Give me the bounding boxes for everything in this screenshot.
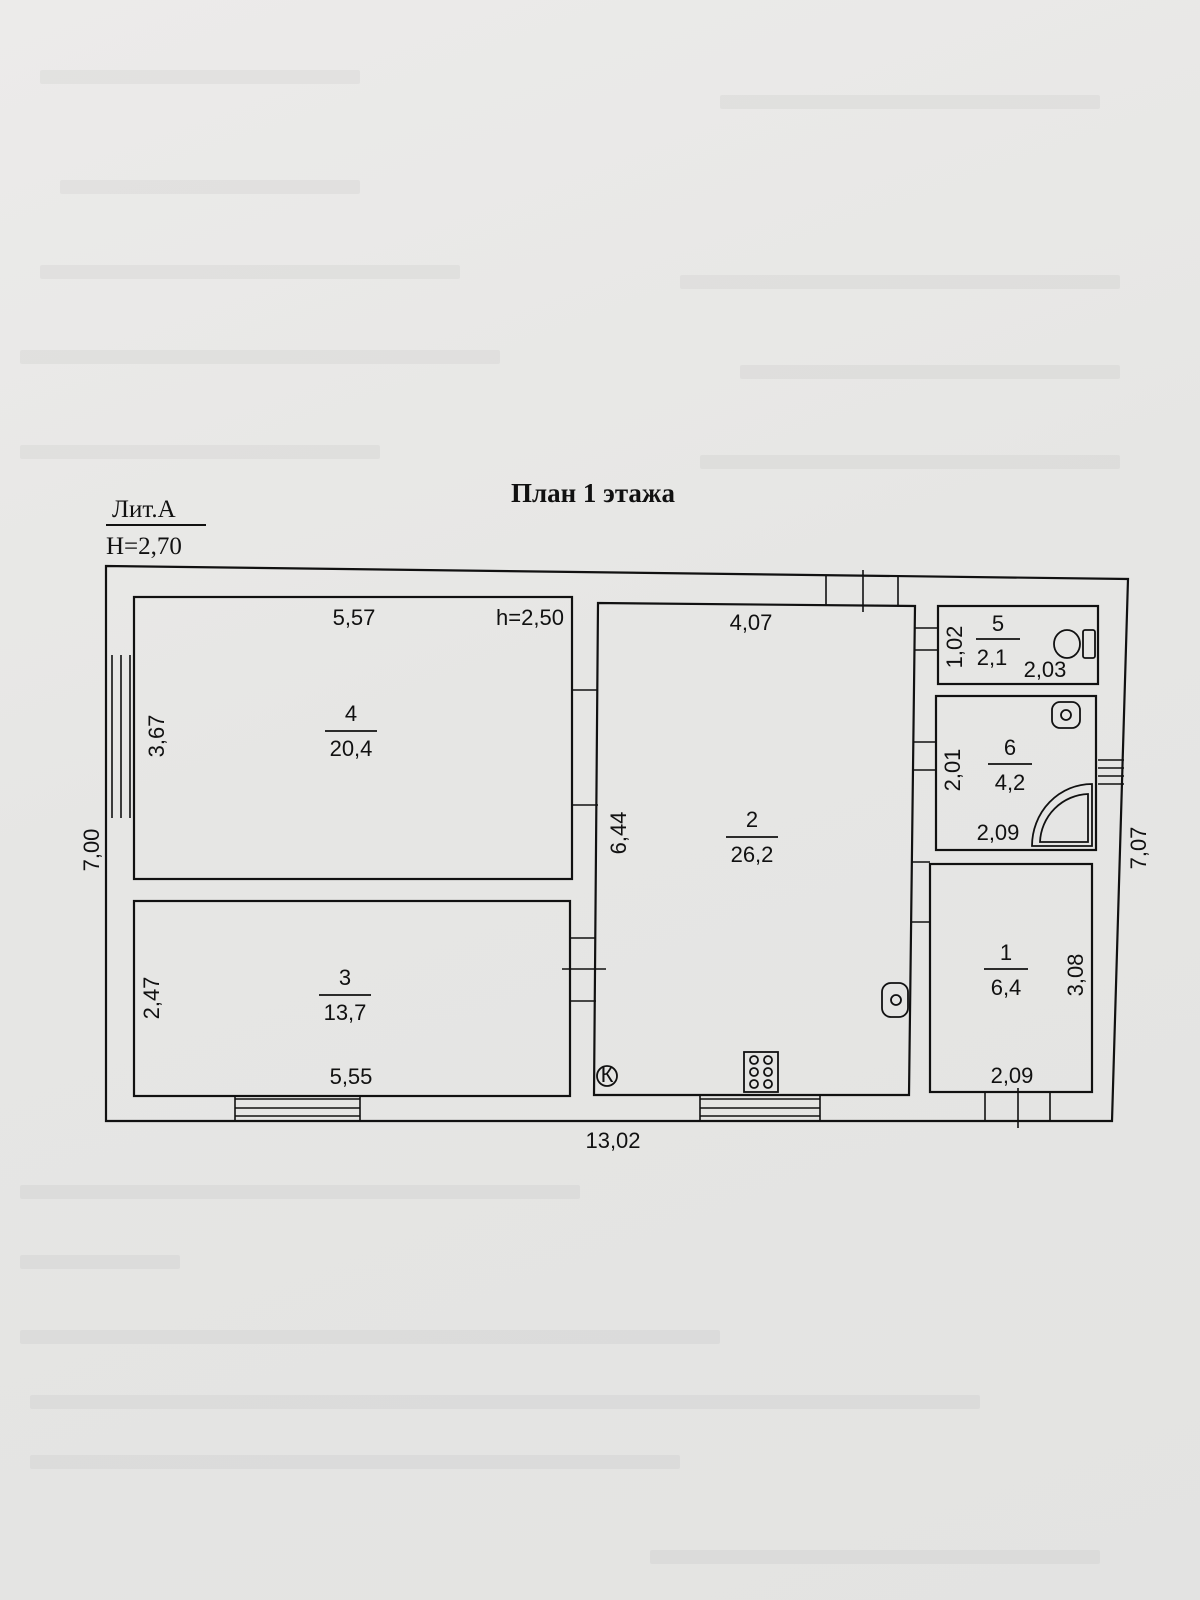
room-4-dim-width: 3,67	[144, 715, 169, 758]
sink-icon	[881, 982, 909, 1018]
lit-height: Н=2,70	[106, 533, 182, 560]
room-3-dim-length: 5,55	[330, 1064, 373, 1089]
room-4-height-note: h=2,50	[496, 605, 564, 630]
room-2-dim-length: 4,07	[730, 610, 773, 635]
room-2-area: 26,2	[731, 842, 774, 867]
room-6-walls	[934, 694, 1098, 852]
outer-wall	[104, 564, 1130, 1123]
lit-name: Лит.А	[112, 496, 176, 523]
window-right	[1098, 759, 1124, 785]
door-marks	[562, 627, 1051, 1128]
entrance-top	[825, 570, 899, 612]
room-2-label: 2 26,2	[726, 807, 778, 867]
room-3-walls	[132, 899, 572, 1098]
boiler-letter: К	[601, 1062, 614, 1087]
room-1-walls	[928, 862, 1094, 1094]
room-6-number: 6	[1004, 735, 1016, 760]
room-5-label: 5 2,1	[976, 611, 1020, 670]
washbasin-icon	[1051, 701, 1081, 729]
room-4-area: 20,4	[330, 736, 373, 761]
stove-icon	[743, 1051, 779, 1093]
room-1-area: 6,4	[991, 975, 1022, 1000]
room-5-dim-length: 2,03	[1024, 657, 1067, 682]
room-4-walls	[132, 595, 574, 881]
room-2-dim-width: 6,44	[606, 812, 631, 855]
room-4-label: 4 20,4	[325, 701, 377, 761]
room-1-number: 1	[1000, 940, 1012, 965]
room-6-area: 4,2	[995, 770, 1026, 795]
room-6-dim-length: 2,09	[977, 820, 1020, 845]
room-4-number: 4	[345, 701, 357, 726]
window-bottom-middle	[699, 1096, 821, 1121]
room-3-label: 3 13,7	[319, 965, 371, 1025]
room-3-dim-width: 2,47	[139, 977, 164, 1020]
room-5-number: 5	[992, 611, 1004, 636]
room-4-dim-length: 5,57	[333, 605, 376, 630]
room-5-area: 2,1	[977, 645, 1008, 670]
plan-title: План 1 этажа	[511, 478, 676, 508]
room-1-label: 1 6,4	[984, 940, 1028, 1000]
room-2-walls	[592, 601, 917, 1097]
window-bottom-left	[234, 1096, 361, 1121]
boiler-icon: К	[596, 1062, 618, 1087]
outer-dim-bottom: 13,02	[585, 1128, 640, 1153]
room-2-number: 2	[746, 807, 758, 832]
room-1-dim-length: 2,09	[991, 1063, 1034, 1088]
outer-dim-right: 7,07	[1126, 827, 1151, 870]
room-6-label: 6 4,2	[988, 735, 1032, 795]
room-6-dim-width: 2,01	[940, 749, 965, 792]
room-1-dim-width: 3,08	[1063, 954, 1088, 997]
toilet-icon	[1053, 629, 1096, 659]
room-3-area: 13,7	[324, 1000, 367, 1025]
room-5-walls	[936, 604, 1100, 686]
outer-dim-left: 7,00	[79, 829, 104, 872]
room-3-number: 3	[339, 965, 351, 990]
window-left	[111, 655, 131, 818]
shower-tray-icon	[1031, 783, 1093, 847]
room-5-dim-width: 1,02	[942, 626, 967, 669]
